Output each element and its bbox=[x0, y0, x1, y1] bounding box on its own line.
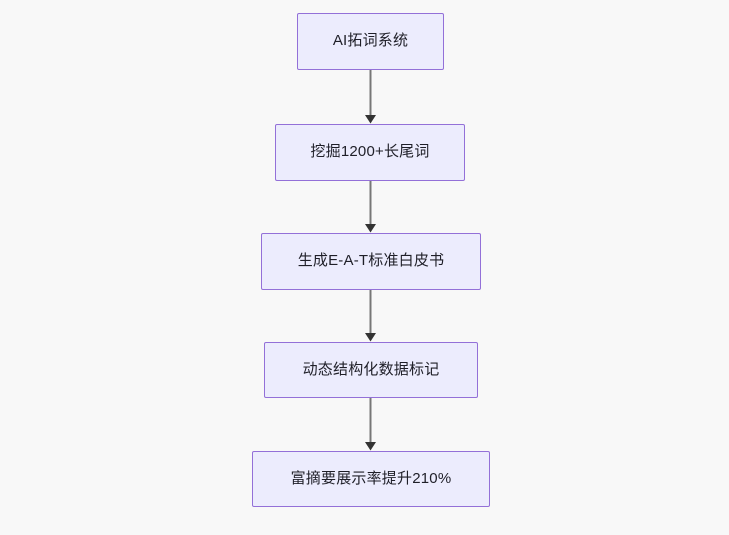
flow-node-label: AI拓词系统 bbox=[332, 32, 409, 50]
flow-node-rich-snippet-impression-lift[interactable]: 富摘要展示率提升210% bbox=[252, 451, 490, 507]
flow-node-dynamic-structured-data-markup[interactable]: 动态结构化数据标记 bbox=[264, 342, 478, 398]
edge-structured-data-to-rich-snippet bbox=[365, 398, 376, 451]
flow-node-generate-eat-whitepaper[interactable]: 生成E-A-T标准白皮书 bbox=[261, 233, 481, 290]
flow-node-label: 生成E-A-T标准白皮书 bbox=[297, 252, 445, 270]
flow-node-mine-longtail-keywords[interactable]: 挖掘1200+长尾词 bbox=[275, 124, 465, 181]
edge-whitepaper-to-structured-data bbox=[365, 290, 376, 342]
flow-node-label: 动态结构化数据标记 bbox=[302, 360, 440, 378]
edge-longtail-to-whitepaper bbox=[365, 181, 376, 233]
edge-ai-expansion-to-longtail bbox=[365, 70, 376, 124]
flow-node-label: 富摘要展示率提升210% bbox=[290, 469, 452, 487]
flow-node-label: 挖掘1200+长尾词 bbox=[310, 143, 430, 161]
flow-node-ai-expansion-system[interactable]: AI拓词系统 bbox=[297, 13, 444, 70]
